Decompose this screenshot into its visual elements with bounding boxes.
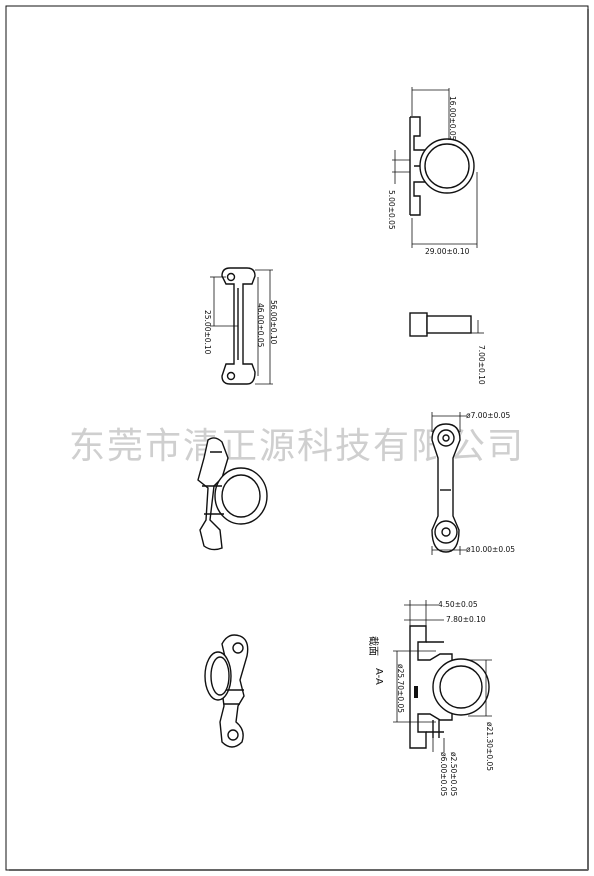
plan-view-hole-top (226, 272, 236, 282)
iso2-hole-bottom (227, 729, 239, 741)
section-body (409, 625, 453, 749)
iso2-hole-top (232, 642, 244, 654)
dim-sec-small1: ø2.50±0.05 (449, 752, 458, 796)
plan-view-hole-bottom (226, 371, 236, 381)
dim-pin-length: 7.00±0.10 (477, 345, 486, 385)
dim-sec-inner: ø21.30±0.05 (485, 722, 494, 771)
top-view: 16.00±0.05 5.00±0.05 29.00±0.10 (387, 87, 478, 256)
pin-view: 7.00±0.10 (409, 312, 486, 385)
section-view: 截面 A-A 4.50±0.05 7.80±0.10 ø25.70±0.05 ø… (367, 600, 494, 796)
bar-hole-large-outer (434, 520, 458, 544)
dim-hole-small: ø7.00±0.05 (466, 411, 510, 420)
iso-view-2 (204, 634, 249, 748)
top-view-body (409, 116, 427, 216)
bar-body (431, 423, 461, 553)
bar-hole-large-inner (441, 527, 451, 537)
pin-shaft (426, 315, 472, 334)
pin-head (409, 312, 428, 337)
dim-sec-w1: 4.50±0.05 (438, 600, 478, 609)
dim-top-width: 29.00±0.10 (425, 247, 470, 256)
section-ring-inner (439, 665, 483, 709)
iso1-ring-outer (214, 467, 268, 525)
dim-plan-total: 56.00±0.10 (269, 300, 278, 345)
section-title: 截面 (367, 636, 380, 656)
dim-top-small: 5.00±0.05 (387, 190, 396, 230)
dim-hole-large: ø10.00±0.05 (466, 545, 515, 554)
iso2-ring-outer (204, 651, 232, 701)
bar-hole-small-outer (437, 429, 455, 447)
bar-view: ø7.00±0.05 ø10.00±0.05 (431, 411, 515, 555)
dim-plan-half: 25.00±0.10 (203, 310, 212, 355)
section-name: A-A (373, 668, 384, 685)
dim-top-height: 16.00±0.05 (448, 96, 457, 141)
dim-sec-outer: ø25.70±0.05 (396, 664, 405, 713)
bar-hole-small-inner (442, 434, 450, 442)
dim-sec-w2: 7.80±0.10 (446, 615, 486, 624)
section-hatch-box (414, 686, 418, 698)
section-ring-outer (432, 658, 490, 716)
iso1-ring-inner (221, 474, 261, 518)
top-view-outer-ring (419, 138, 475, 194)
iso1-bracket (197, 437, 229, 551)
plan-view: 56.00±0.10 46.00±0.05 25.00±0.10 (203, 267, 278, 385)
dim-plan-inner: 46.00±0.05 (256, 303, 265, 348)
iso2-ring-inner (210, 656, 230, 696)
top-view-inner-ring (424, 143, 470, 189)
dim-sec-small2: ø6.00±0.05 (439, 752, 448, 796)
iso-view-1 (197, 437, 268, 551)
